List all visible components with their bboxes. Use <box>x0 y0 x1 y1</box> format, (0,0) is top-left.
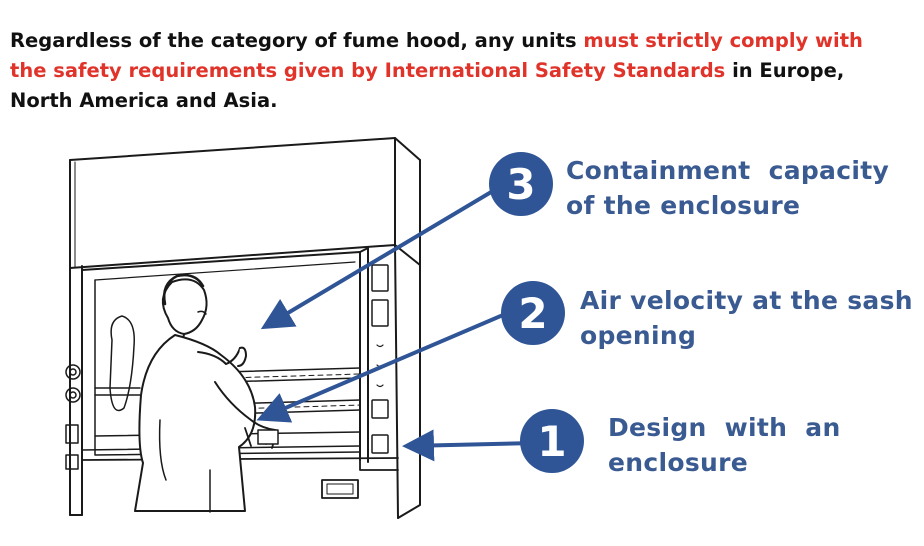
badge-2: 2 <box>501 281 565 345</box>
callout-3-line2: of the enclosure <box>566 191 801 220</box>
badge-2-number: 2 <box>518 289 547 338</box>
badge-3: 3 <box>489 152 553 216</box>
callout-2-line1: Air velocity at the sash <box>580 286 913 315</box>
callout-1-label: Design with an enclosure <box>608 410 841 480</box>
arrow-1 <box>402 429 537 462</box>
hood-frame <box>69 247 421 519</box>
callout-2-label: Air velocity at the sash opening <box>580 283 913 353</box>
callout-1-line2: enclosure <box>608 448 748 477</box>
callout-arrows <box>256 180 537 462</box>
callout-3-label: Containment capacity of the enclosure <box>566 153 889 223</box>
arrow-2 <box>256 307 519 423</box>
callout-2-line2: opening <box>580 321 697 350</box>
lab-worker <box>134 273 279 513</box>
callout-3-line1: Containment capacity <box>566 156 890 185</box>
badge-1-number: 1 <box>537 417 566 466</box>
intro-highlight: must strictly comply with the safety req… <box>10 29 863 82</box>
callout-1-line1: Design with an <box>608 413 841 442</box>
hood-canopy <box>69 137 421 519</box>
side-panel-controls <box>371 264 389 454</box>
intro-paragraph: Regardless of the category of fume hood,… <box>10 26 900 116</box>
intro-text-start: Regardless of the category of fume hood,… <box>10 29 584 52</box>
left-panel-controls <box>65 364 81 470</box>
fume-hood-illustration <box>65 137 421 519</box>
arrow-3 <box>260 180 510 330</box>
interior-window <box>109 315 135 412</box>
intro-text-end: in Europe, North America and Asia. <box>10 59 845 112</box>
badge-3-number: 3 <box>506 160 535 209</box>
badge-1: 1 <box>520 409 584 473</box>
